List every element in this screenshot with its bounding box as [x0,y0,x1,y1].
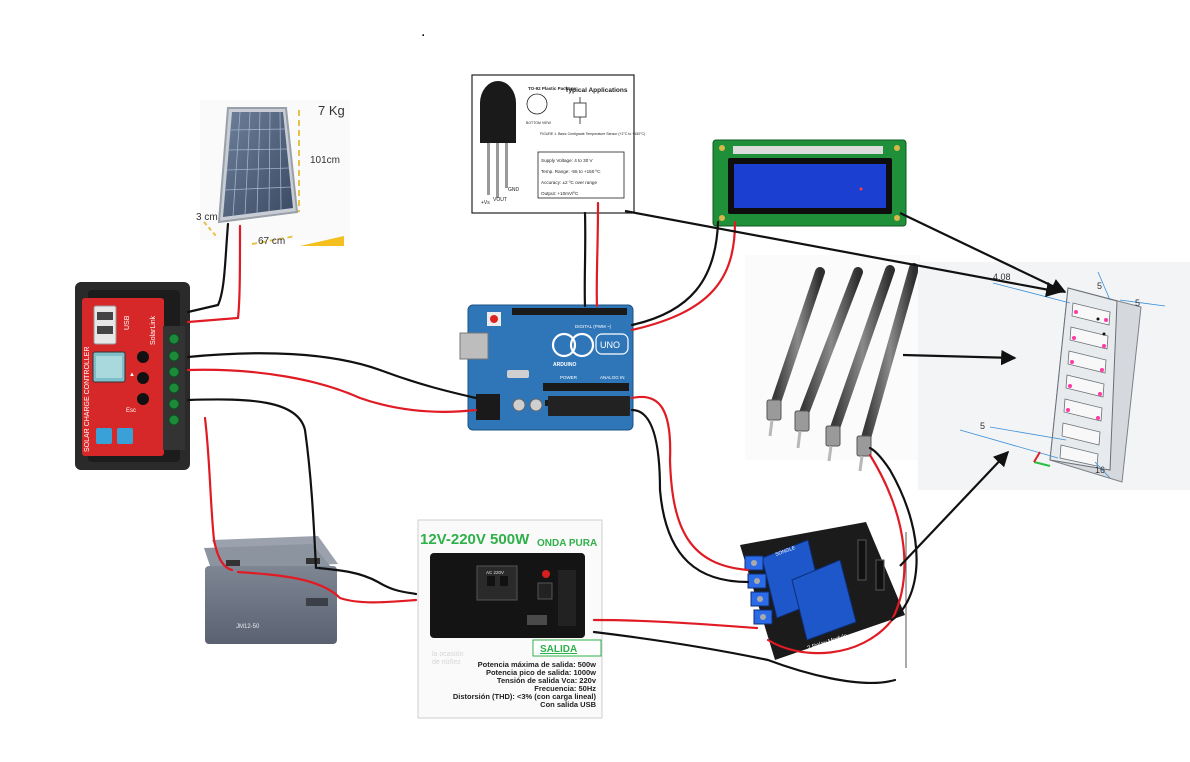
arduino-digital-label: DIGITAL (PWM ~) [575,324,612,329]
inverter-subtitle: ONDA PURA [537,538,597,549]
controller-button-up: ▲ [129,372,135,378]
inverter-watermark-1: la ocasión [432,651,464,658]
sensor-spec-2: Temp. Range: -55 to +150 ºC [541,169,601,174]
cad-dim-4: 5 [980,421,985,431]
panel-weight: 7 Kg [318,103,345,118]
sensor-pin-gnd: GND [508,187,520,193]
sensor-spec-4: Output: +10mV/ºC [541,191,579,196]
controller-button-esc: Esc [126,408,136,414]
arduino-analog-label: ANALOG IN [600,375,625,380]
sensor-bottom-view: BOTTOM VIEW [526,121,552,125]
battery [204,536,338,644]
inverter-section-title: SALIDA [540,644,577,655]
inverter-spec-6: Con salida USB [540,700,596,709]
controller-usb-label: USB [124,315,131,330]
sensor-caption: FIGURE 1. Basic Centigrade Temperature S… [540,132,645,136]
battery-model: JM12-50 [236,624,260,630]
sensor-applications-title: Typical Applications [565,87,628,94]
sensor-spec-1: Supply Voltage: 4 to 30 V [541,158,594,163]
cad-dim-3: 5 [1135,298,1140,308]
arduino-logo: ARDUINO [553,362,576,368]
arduino-model: UNO [600,340,620,350]
inverter-title: 12V-220V 500W [420,531,530,548]
panel-width: 67 cm [258,236,285,247]
lcd-display [713,140,906,226]
panel-height: 101cm [310,155,340,166]
inverter-socket-label: AC 220V [486,570,504,575]
controller-title: SOLAR CHARGE CONTROLLER [84,347,91,452]
heating-elements [745,255,920,471]
cad-dim-5: 16 [1095,465,1105,475]
panel-thickness: 3 cm [196,212,218,223]
solar-panel [200,100,350,246]
sensor-spec-3: Accuracy: ±2 ºC over range [541,180,597,185]
sensor-pin-vout: VOUT [493,197,507,203]
arduino-power-label: POWER [560,375,578,380]
header-dot: . [421,23,425,40]
inverter-watermark-2: de núñez [432,659,461,666]
cad-dim-2: 5 [1097,281,1102,291]
cad-heater-box [918,262,1190,490]
controller-brand: SolarLink [150,315,157,345]
sensor-pin-vs: +Vs [481,200,490,206]
